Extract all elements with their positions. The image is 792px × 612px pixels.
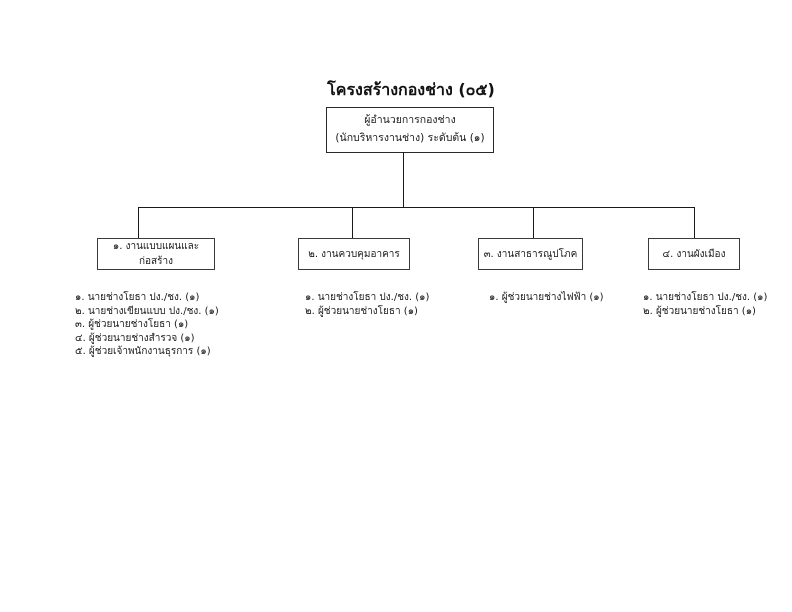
staff-item: ๑. นายช่างโยธา ปง./ชง. (๑) [643, 292, 768, 303]
dept-box-city-planning: ๔. งานผังเมือง [648, 238, 740, 270]
staff-list-building-control: ๑. นายช่างโยธา ปง./ชง. (๑) ๒. ผู้ช่วยนายช… [305, 291, 429, 318]
dept-box-building-control: ๒. งานควบคุมอาคาร [298, 238, 410, 270]
staff-item: ๒. นายช่างเขียนแบบ ปง./ชง. (๑) [75, 305, 219, 317]
staff-list-design-construction: ๑. นายช่างโยธา ปง./ชง. (๑) ๒. นายช่างเขีย… [75, 291, 219, 359]
connector-trunk [403, 152, 404, 208]
dept-label: ๒. งานควบคุมอาคาร [308, 248, 400, 260]
connector-drop-dept-4 [694, 207, 695, 238]
connector-drop-dept-2 [352, 207, 353, 238]
staff-item: ๑. นายช่างโยธา ปง./ชง. (๑) [305, 292, 430, 303]
staff-list-public-utilities: ๑. ผู้ช่วยนายช่างไฟฟ้า (๑) [489, 291, 604, 305]
staff-item: ๓. ผู้ช่วยนายช่างโยธา (๑) [75, 319, 189, 330]
chart-title: โครงสร้างกองช่าง (๐๕) [327, 80, 495, 99]
staff-item: ๔. ผู้ช่วยนายช่างสำรวจ (๑) [75, 332, 195, 344]
staff-item: ๒. ผู้ช่วยนายช่างโยธา (๑) [643, 305, 756, 317]
connector-drop-dept-3 [533, 207, 534, 238]
director-box: ผู้อำนวยการกองช่าง (นักบริหารงานช่าง) ระ… [326, 107, 494, 153]
dept-box-design-construction: ๑. งานแบบแผนและก่อสร้าง [97, 238, 215, 270]
connector-rail [138, 207, 695, 208]
staff-item: ๑. นายช่างโยธา ปง./ชง. (๑) [75, 292, 200, 303]
staff-list-city-planning: ๑. นายช่างโยธา ปง./ชง. (๑) ๒. ผู้ช่วยนายช… [643, 291, 767, 318]
director-subtitle: (นักบริหารงานช่าง) ระดับต้น (๑) [335, 132, 485, 144]
dept-label: ๓. งานสาธารณูปโภค [483, 248, 578, 260]
director-title: ผู้อำนวยการกองช่าง [364, 114, 456, 127]
dept-box-public-utilities: ๓. งานสาธารณูปโภค [478, 238, 583, 270]
dept-label: ๔. งานผังเมือง [662, 248, 726, 260]
staff-item: ๒. ผู้ช่วยนายช่างโยธา (๑) [305, 305, 418, 317]
dept-label: ๑. งานแบบแผนและก่อสร้าง [112, 241, 200, 267]
staff-item: ๑. ผู้ช่วยนายช่างไฟฟ้า (๑) [489, 292, 604, 303]
connector-drop-dept-1 [138, 207, 139, 238]
staff-item: ๕. ผู้ช่วยเจ้าพนักงานธุรการ (๑) [75, 346, 211, 357]
